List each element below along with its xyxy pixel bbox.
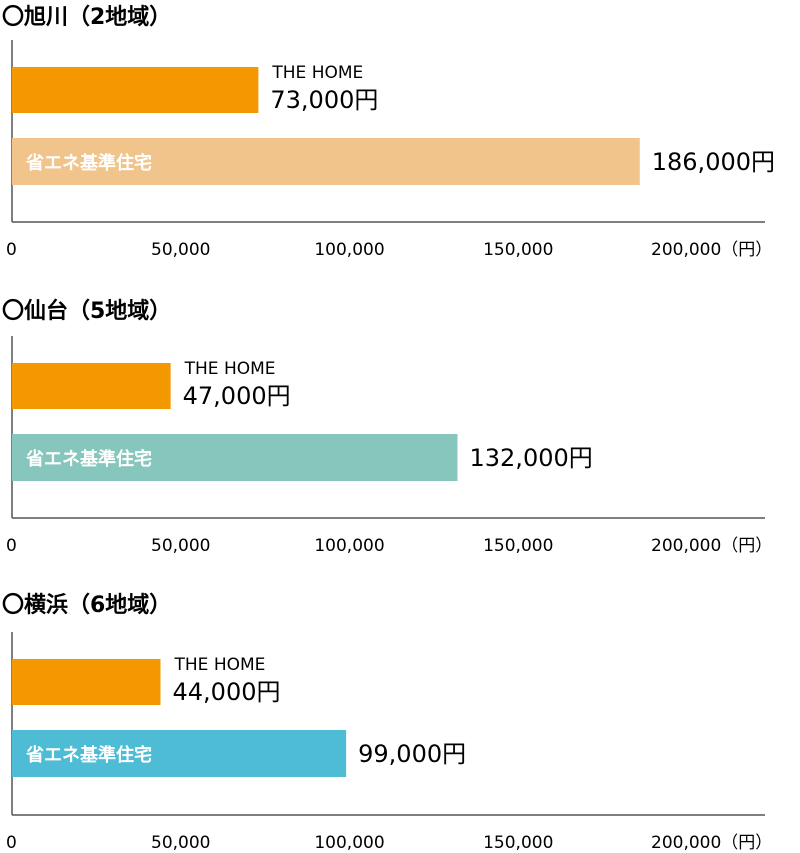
x-tick-label: 100,000	[314, 240, 384, 260]
data-label-energy-standard-house: 186,000円	[652, 148, 775, 176]
x-tick-label: 0	[6, 240, 17, 260]
chart-panel-yokohama: 〇横浜（6地域） 0 50,000 100,000 150,000 200,000（円）…	[2, 592, 772, 853]
x-tick-label: 0	[6, 833, 17, 853]
bar-the-home	[12, 659, 161, 705]
bar-energy-standard-house	[12, 730, 347, 777]
bar-energy-standard-house	[12, 434, 458, 481]
data-label-the-home: 47,000円	[183, 382, 291, 410]
bar-label-the-home: THE HOME	[184, 359, 276, 379]
x-tick-label: 100,000	[314, 833, 384, 853]
bar-label-energy-standard-house: 省エネ基準住宅	[25, 152, 152, 174]
data-label-the-home: 73,000円	[270, 86, 378, 114]
x-tick-label: 200,000（円）	[651, 833, 772, 853]
bar-label-energy-standard-house: 省エネ基準住宅	[25, 448, 152, 470]
bar-label-the-home: THE HOME	[174, 655, 266, 675]
x-tick-label: 50,000	[151, 536, 210, 556]
chart-panel-sendai: 〇仙台（5地域） 0 50,000 100,000 150,000 200,000（円）…	[2, 298, 772, 556]
x-tick-label: 50,000	[151, 833, 210, 853]
bar-label-energy-standard-house: 省エネ基準住宅	[25, 744, 152, 766]
x-tick-label: 100,000	[314, 536, 384, 556]
x-tick-label: 200,000（円）	[651, 536, 772, 556]
chart-title: 〇旭川（2地域）	[2, 4, 171, 30]
bar-the-home	[12, 67, 259, 113]
x-tick-label: 50,000	[151, 240, 210, 260]
chart-panel-asahikawa: 〇旭川（2地域） 0 50,000 100,000 150,000 200,000（円）…	[2, 4, 775, 260]
x-tick-label: 150,000	[483, 240, 553, 260]
x-tick-label: 200,000（円）	[651, 240, 772, 260]
bar-label-the-home: THE HOME	[271, 63, 363, 83]
x-tick-label: 150,000	[483, 536, 553, 556]
chart-title: 〇横浜（6地域）	[2, 592, 171, 618]
x-tick-label: 150,000	[483, 833, 553, 853]
chart-title: 〇仙台（5地域）	[2, 298, 171, 324]
x-tick-label: 0	[6, 536, 17, 556]
data-label-energy-standard-house: 99,000円	[358, 740, 466, 768]
bar-energy-standard-house	[12, 138, 640, 185]
bar-the-home	[12, 363, 171, 409]
data-label-the-home: 44,000円	[173, 678, 281, 706]
data-label-energy-standard-house: 132,000円	[470, 444, 593, 472]
